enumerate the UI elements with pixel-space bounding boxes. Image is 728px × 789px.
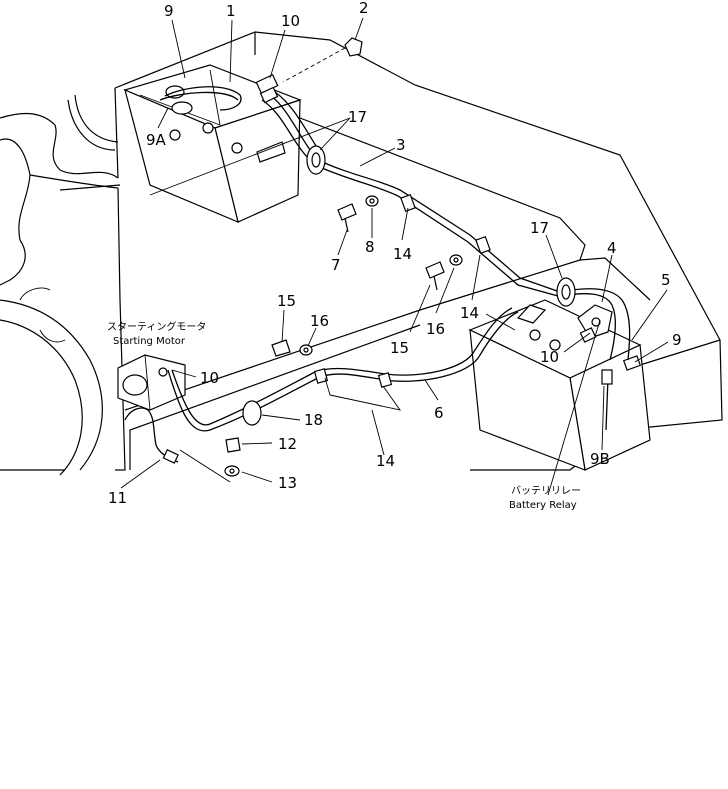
starting-motor-label-jp: スターティングモータ	[107, 320, 206, 333]
callout-14-c: 14	[376, 452, 395, 470]
callout-14-a: 14	[393, 245, 412, 263]
callout-11: 11	[108, 489, 127, 507]
callout-13: 13	[278, 474, 297, 492]
callout-9-top: 9	[164, 2, 174, 20]
callout-17-right: 17	[530, 219, 549, 237]
callout-10-right: 10	[540, 348, 559, 366]
callout-9b: 9B	[590, 450, 610, 468]
battery-relay-label-en: Battery Relay	[509, 500, 577, 511]
callout-17-top: 17	[348, 108, 367, 126]
callout-15-b: 15	[390, 339, 409, 357]
battery-relay-label-jp: バッテリリレー	[511, 485, 581, 497]
starting-motor	[117, 354, 186, 411]
callout-8: 8	[365, 238, 375, 256]
callout-9a: 9A	[146, 131, 167, 149]
left-battery	[123, 64, 302, 224]
callout-1: 1	[226, 2, 236, 20]
hardware	[162, 37, 613, 477]
callout-4: 4	[607, 239, 617, 257]
callout-3: 3	[396, 136, 406, 154]
right-battery	[468, 299, 651, 471]
callout-9-right: 9	[672, 331, 682, 349]
callout-16-b: 16	[426, 320, 445, 338]
callout-15-a: 15	[277, 292, 296, 310]
callouts: 9 1 10 2 9A 17 3 7 8 14 17 4 5 15 16 14 …	[108, 0, 682, 507]
leader-lines	[120, 17, 669, 496]
callout-12: 12	[278, 435, 297, 453]
callout-7: 7	[331, 256, 341, 274]
callout-16-a: 16	[310, 312, 329, 330]
callout-5: 5	[661, 271, 671, 289]
starting-motor-label-en: Starting Motor	[113, 336, 186, 347]
callout-2: 2	[359, 0, 369, 17]
callout-10-left: 10	[200, 369, 219, 387]
callout-14-b: 14	[460, 304, 479, 322]
callout-10-top: 10	[281, 12, 300, 30]
callout-6: 6	[434, 404, 444, 422]
engine-block	[0, 94, 126, 476]
callout-18: 18	[304, 411, 323, 429]
component-labels: スターティングモータ Starting Motor バッテリリレー Batter…	[107, 320, 581, 511]
